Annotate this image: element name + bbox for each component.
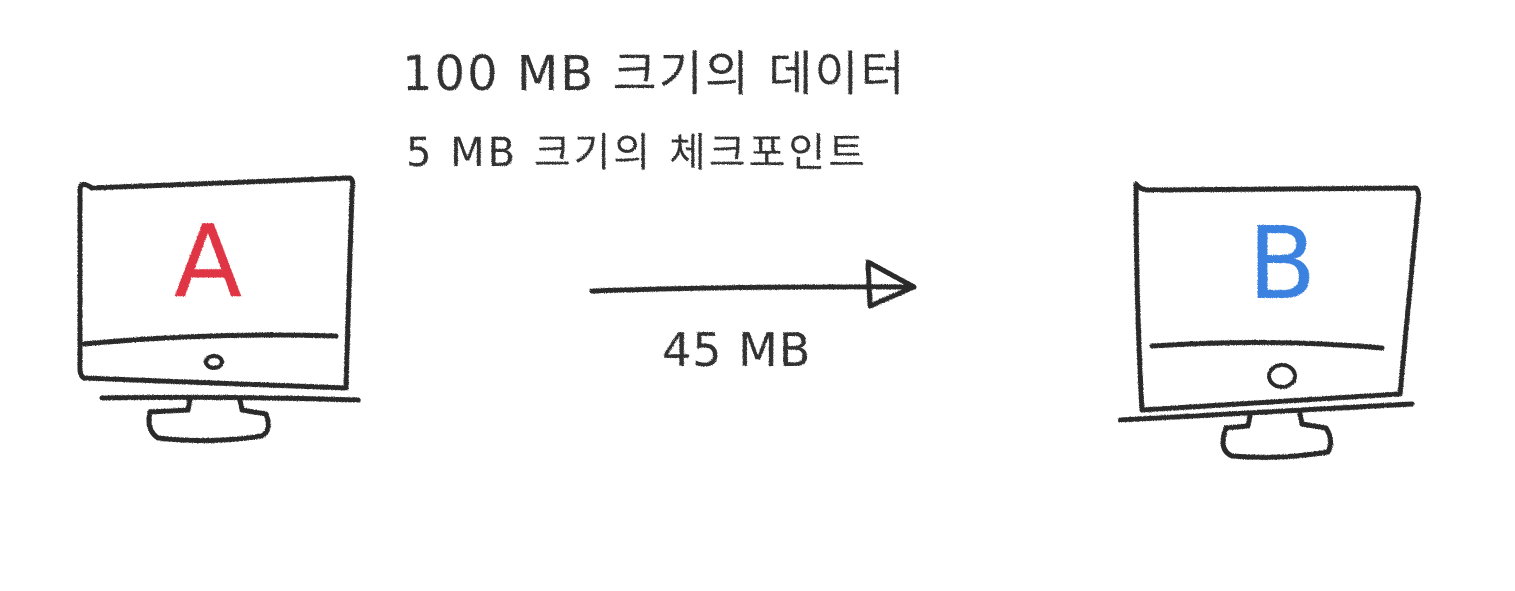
arrow-head	[865, 259, 917, 309]
description-line-1: 100 MB 크기의 데이터	[402, 46, 907, 102]
computer-b: B	[1117, 181, 1422, 460]
transfer-size-label: 45 MB	[662, 323, 811, 377]
computer-a: A	[77, 175, 361, 444]
description-text: 100 MB 크기의 데이터 5 MB 크기의 체크포인트	[402, 46, 907, 176]
monitor-a-power-button	[204, 354, 224, 370]
arrow-shaft	[589, 284, 913, 294]
monitor-b-base-line	[1117, 401, 1415, 423]
monitor-b-stand	[1220, 411, 1334, 460]
monitor-a-screen	[77, 175, 356, 391]
monitor-b-screen	[1133, 181, 1422, 413]
monitor-a-base-line	[99, 394, 361, 403]
computer-b-label: B	[1248, 205, 1317, 322]
monitor-b-divider	[1149, 339, 1385, 351]
monitor-a-divider	[81, 332, 339, 347]
transfer-arrow: 45 MB	[589, 259, 917, 377]
monitor-b-power-button	[1267, 363, 1297, 389]
monitor-a-stand	[146, 397, 271, 444]
computer-a-label: A	[174, 203, 242, 320]
description-line-2: 5 MB 크기의 체크포인트	[406, 130, 868, 176]
